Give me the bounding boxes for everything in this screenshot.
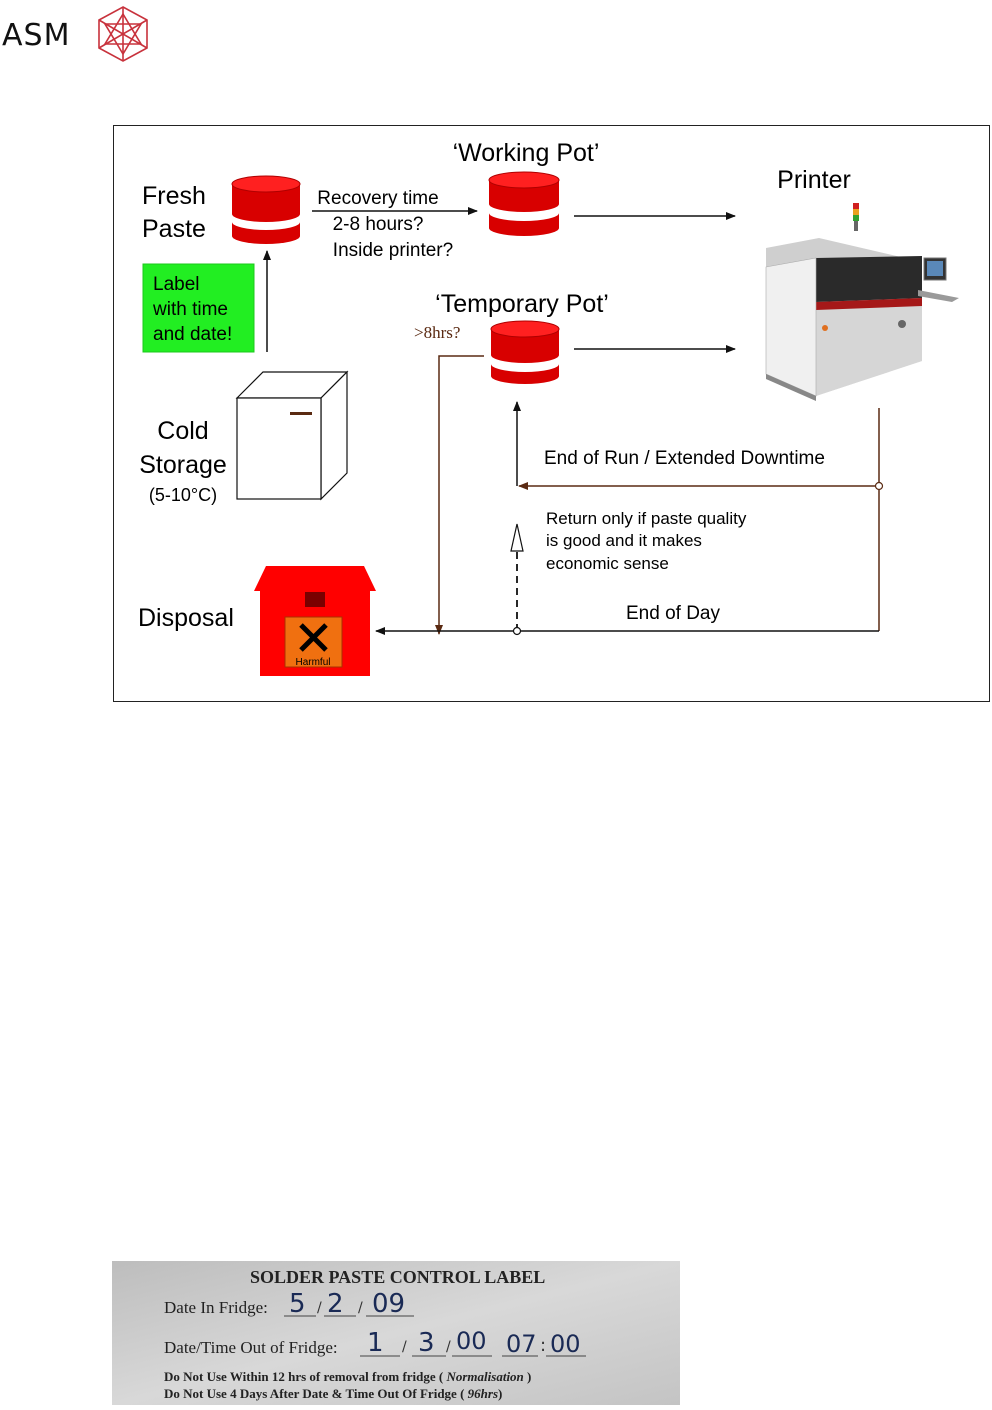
control-label-canvas: SOLDER PASTE CONTROL LABEL Date In Fridg… [112, 1261, 680, 1405]
rule-12hrs-normalisation: Normalisation [443, 1369, 527, 1384]
rule-96hrs: Do Not Use 4 Days After Date & Time Out … [164, 1386, 464, 1401]
temporary-pot-title: ‘Temporary Pot’ [435, 290, 609, 318]
time-out-hour: 07 [506, 1330, 537, 1358]
rule-12hrs: Do Not Use Within 12 hrs of removal from… [164, 1369, 443, 1384]
fresh-paste-line2: Paste [142, 215, 206, 243]
date-in-year: 09 [372, 1289, 405, 1319]
temporary-pot-icon [490, 320, 560, 384]
printer-machine-icon [765, 203, 959, 401]
date-in-fridge-label: Date In Fridge: [164, 1298, 268, 1317]
date-out-day: 1 [367, 1328, 384, 1358]
cold-storage-line2: Storage [139, 451, 227, 479]
recovery-inside-text: Inside printer? [333, 240, 453, 261]
recovery-hours-text: 2-8 hours? [333, 214, 424, 235]
disposal-title: Disposal [138, 604, 234, 632]
solder-paste-control-label-photo: SOLDER PASTE CONTROL LABEL Date In Fridg… [112, 1261, 680, 1405]
flow-diagram-canvas: Fresh Paste Recovery time 2-8 hours? Ins… [138, 139, 959, 676]
printer-title: Printer [777, 166, 851, 194]
rule-96hrs-em: 96hrs [464, 1386, 498, 1401]
label-note-line2: with time [152, 299, 228, 320]
working-pot-title: ‘Working Pot’ [453, 139, 600, 167]
date-in-month: 2 [327, 1289, 344, 1319]
over-8hrs-text: >8hrs? [414, 323, 460, 342]
control-label-title: SOLDER PASTE CONTROL LABEL [250, 1267, 545, 1287]
end-of-day-junction [512, 626, 522, 636]
end-of-run-junction [874, 481, 884, 491]
svg-text:/: / [358, 1300, 363, 1316]
field-underlines [284, 1315, 586, 1357]
logo-text: ASM [2, 18, 71, 53]
label-note-box [142, 263, 255, 353]
return-note-line2: is good and it makes [546, 531, 702, 550]
working-pot-icon [488, 171, 560, 236]
time-out-minute: 00 [550, 1330, 581, 1358]
rule-12hrs-close: ) [527, 1369, 531, 1384]
label-paper [112, 1261, 680, 1405]
svg-text:/: / [317, 1300, 322, 1316]
svg-text:/: / [402, 1339, 407, 1355]
date-out-year: 00 [456, 1327, 487, 1355]
svg-text:Do Not Use Within 12 hrs of re: Do Not Use Within 12 hrs of removal from… [164, 1369, 531, 1384]
cold-storage-temp: (5-10°C) [149, 485, 217, 505]
disposal-bin-icon: Harmful [254, 566, 376, 676]
label-note-line1: Label [153, 274, 200, 295]
cold-storage-fridge-icon [235, 370, 349, 501]
svg-text:/: / [446, 1339, 451, 1355]
asm-hexagon-logo-icon [98, 6, 148, 62]
fresh-paste-line1: Fresh [142, 182, 206, 210]
end-of-run-text: End of Run / Extended Downtime [544, 448, 825, 469]
return-note-line3: economic sense [546, 554, 669, 573]
end-of-day-text: End of Day [626, 603, 720, 624]
over-8hrs-to-disposal-arrow [435, 355, 484, 635]
date-out-fridge-label: Date/Time Out of Fridge: [164, 1338, 338, 1357]
return-note-line1: Return only if paste quality [546, 509, 747, 528]
svg-text:Do Not Use 4 Days After Date &: Do Not Use 4 Days After Date & Time Out … [164, 1386, 502, 1401]
cold-storage-line1: Cold [157, 417, 208, 445]
solder-paste-flow-diagram: Fresh Paste Recovery time 2-8 hours? Ins… [113, 125, 990, 702]
recovery-time-text: Recovery time [317, 188, 438, 209]
asm-logo: ASM [0, 4, 170, 64]
date-in-day: 5 [289, 1289, 306, 1319]
fresh-paste-pot-icon [231, 175, 301, 244]
harmful-text: Harmful [295, 657, 330, 668]
open-arrow-head-icon [510, 523, 524, 552]
date-out-month: 3 [418, 1328, 435, 1358]
svg-text::: : [540, 1335, 546, 1356]
rule-96hrs-close: ) [498, 1386, 502, 1401]
label-note-line3: and date! [153, 324, 232, 345]
